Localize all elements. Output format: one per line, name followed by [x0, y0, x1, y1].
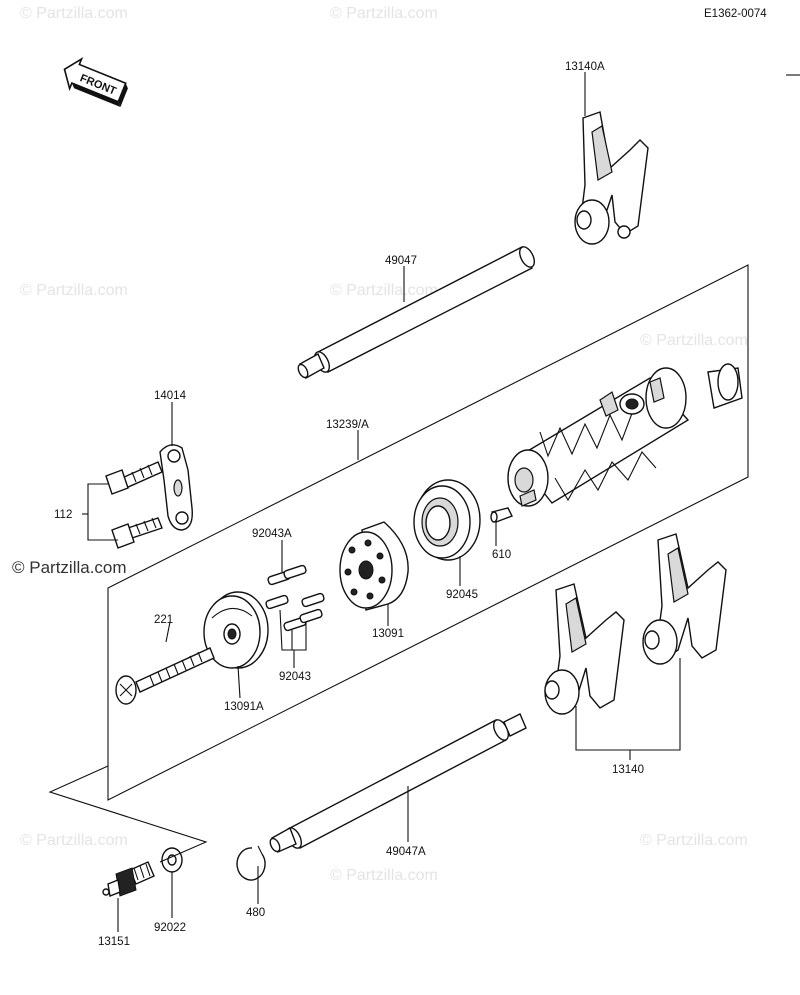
watermark: © Partzilla.com: [20, 5, 128, 22]
screw-221: [115, 647, 215, 705]
shift-fork-top: [574, 111, 649, 245]
watermark-layer: © Partzilla.com © Partzilla.com © Partzi…: [20, 5, 748, 884]
shift-rod-upper: [297, 246, 536, 379]
watermark: © Partzilla.com: [330, 282, 438, 299]
callout-49047A: 49047A: [386, 846, 426, 858]
callout-221: 221: [154, 614, 173, 626]
callout-112: 112: [54, 509, 72, 521]
neutral-switch-13151: [102, 861, 155, 897]
watermark: © Partzilla.com: [20, 282, 128, 299]
dowel-pins: [265, 564, 325, 632]
watermark: © Partzilla.com: [330, 867, 438, 884]
watermark: © Partzilla.com: [20, 832, 128, 849]
watermark-dark: © Partzilla.com: [12, 558, 127, 577]
front-arrow-icon: FRONT: [63, 56, 128, 107]
cam-plate-13091A: [203, 591, 269, 669]
callout-13140A: 13140A: [565, 61, 605, 73]
callout-labels: 13140A 49047 14014 13239/A 112 92043A 22…: [54, 61, 644, 948]
circlip-480: [236, 845, 266, 881]
watermark: © Partzilla.com: [640, 332, 748, 349]
leader-lines: [48, 72, 681, 932]
callout-92043: 92043: [279, 671, 311, 683]
assembly-frame: [107, 264, 749, 801]
bearing-92045: [413, 479, 481, 561]
callout-14014: 14014: [154, 390, 187, 402]
lever-14014: [159, 444, 193, 531]
callout-13091: 13091: [372, 628, 404, 640]
bolt-112-lower: [111, 517, 163, 549]
callout-610: 610: [492, 549, 511, 561]
callout-92043A: 92043A: [252, 528, 292, 540]
bolt-112-upper: [105, 461, 163, 495]
callout-49047: 49047: [385, 255, 417, 267]
callout-13151: 13151: [98, 936, 130, 948]
callout-92045: 92045: [446, 589, 478, 601]
shift-fork-lower-right: [642, 533, 727, 665]
callout-13091A: 13091A: [224, 701, 264, 713]
shift-fork-lower-left: [544, 583, 625, 715]
callout-480: 480: [246, 907, 265, 919]
pin-plate-13091: [339, 521, 409, 611]
callout-92022: 92022: [154, 922, 186, 934]
watermark: © Partzilla.com: [330, 5, 438, 22]
shift-rod-lower: [269, 713, 527, 853]
callout-13239A: 13239/A: [326, 419, 369, 431]
callout-13140: 13140: [612, 764, 644, 776]
pin-610: [490, 507, 513, 523]
watermark: © Partzilla.com: [640, 832, 748, 849]
diagram-code: E1362-0074: [704, 8, 767, 20]
shift-drum: [507, 363, 743, 507]
